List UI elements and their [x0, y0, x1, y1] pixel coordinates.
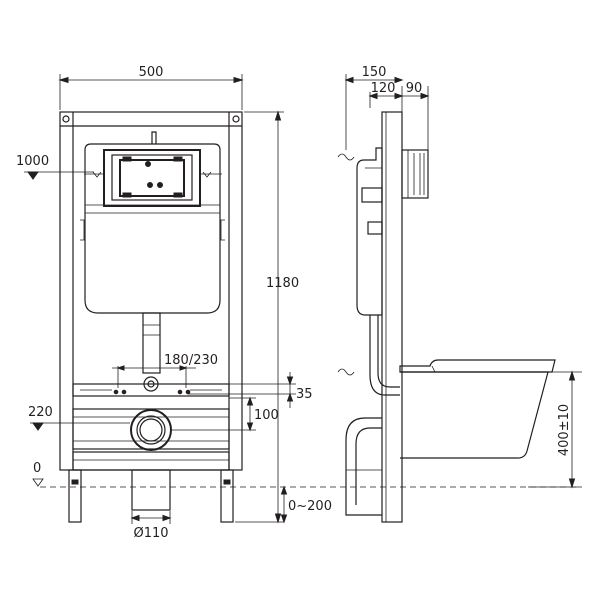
frame-bolt-top-right — [232, 115, 240, 123]
side-view — [345, 111, 556, 523]
toilet-bowl — [399, 359, 556, 373]
side-cistern — [356, 147, 383, 316]
front-view — [59, 111, 243, 523]
dim-button-height: 1000 — [16, 154, 49, 169]
frame-bolt-top-left — [62, 115, 70, 123]
flush-pipe — [142, 312, 161, 374]
mounting-bar — [72, 383, 230, 397]
flush-valve-dot — [145, 161, 151, 167]
dim-button-spacing: 180/230 — [164, 353, 218, 368]
cistern — [84, 143, 221, 314]
left-leg — [68, 469, 82, 523]
dim-pipe-diameter: Ø110 — [133, 526, 168, 541]
waste-pipe — [131, 469, 171, 511]
dimensions: 500 1180 1000 180/230 35 100 2 — [16, 65, 582, 541]
flush-plate — [103, 149, 201, 207]
side-waste-elbow — [345, 417, 382, 516]
outlet-bar — [72, 408, 230, 450]
wall-break-mark-top — [337, 153, 355, 161]
dim-depth-button: 90 — [406, 81, 423, 96]
dim-leg-adjust: 0~200 — [288, 499, 332, 514]
dim-outlet-offset: 100 — [254, 408, 279, 423]
dim-bolt-offset: 35 — [296, 387, 313, 402]
right-leg — [220, 469, 234, 523]
dim-frame-width: 500 — [139, 65, 164, 80]
dim-bowl-height: 400±10 — [557, 404, 572, 456]
dim-frame-height: 1180 — [266, 276, 299, 291]
dim-depth-total: 150 — [362, 65, 387, 80]
dim-outlet-height: 220 — [28, 405, 53, 420]
side-frame-upright — [381, 111, 403, 523]
wall-break-mark-bottom — [337, 368, 355, 376]
flush-mechanism — [111, 154, 193, 201]
side-flush-plate — [401, 149, 429, 199]
dim-floor-level: 0 — [33, 461, 41, 476]
dim-depth-frame: 120 — [371, 81, 396, 96]
bottom-bar — [72, 451, 230, 471]
side-flush-pipe — [369, 315, 400, 396]
